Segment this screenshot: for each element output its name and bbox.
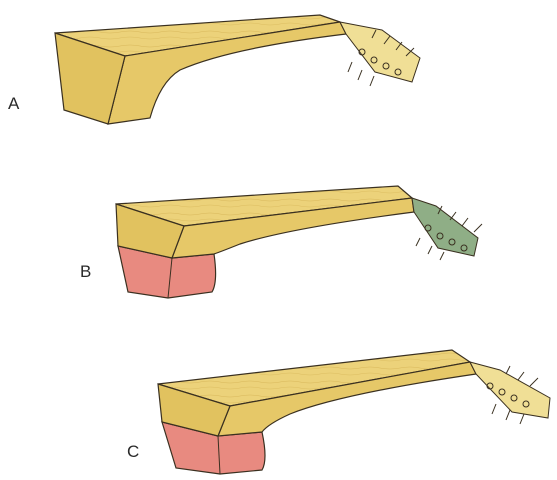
- neck-figure-b: [116, 186, 482, 298]
- figure-label-c: C: [127, 442, 139, 462]
- headstock-c: [470, 362, 550, 418]
- figure-label-a: A: [8, 94, 19, 114]
- figure-label-b: B: [80, 262, 91, 282]
- neck-figure-a: [55, 15, 420, 124]
- headstock-b: [412, 198, 478, 256]
- neck-figure-c: [158, 350, 550, 474]
- headstock-a: [340, 22, 420, 82]
